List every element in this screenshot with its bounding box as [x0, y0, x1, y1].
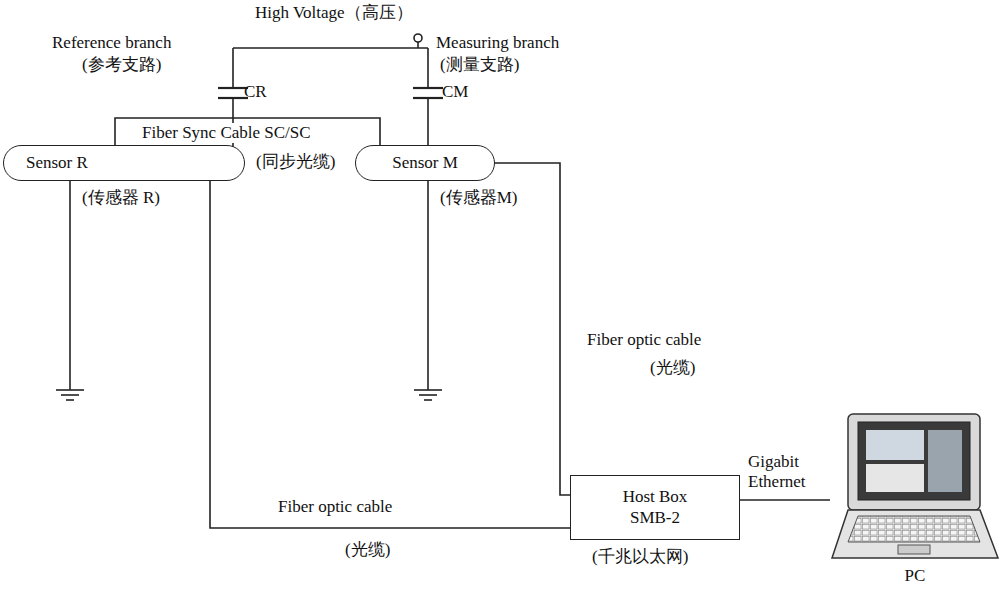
- ground-symbol: [414, 389, 442, 391]
- branch-label: Measuring branch: [436, 33, 559, 53]
- branch-label: (测量支路): [440, 55, 519, 75]
- measuring-wire: [427, 48, 429, 88]
- ground-symbol: [61, 394, 79, 396]
- node-text: Sensor R: [26, 153, 88, 173]
- capacitor-name: CR: [244, 82, 267, 102]
- cable-label: (同步光缆): [256, 152, 335, 172]
- branch-label: Reference branch: [52, 33, 171, 53]
- reference-wire: [232, 48, 234, 88]
- pc-node: PC: [830, 410, 1000, 586]
- laptop-keyboard: [848, 516, 980, 542]
- network-label: (千兆以太网): [592, 547, 688, 567]
- hv-terminal: [414, 34, 422, 42]
- cable-label: Fiber optic cable: [278, 497, 392, 517]
- capacitor-name: CM: [442, 82, 468, 102]
- ground-symbol: [56, 389, 84, 391]
- ground-symbol: [66, 399, 74, 401]
- cable-line: [740, 499, 830, 501]
- ground-symbol: [419, 394, 437, 396]
- measuring-wire: [427, 98, 429, 145]
- screen-panel: [928, 430, 962, 492]
- host-box: Host Box SMB-2: [570, 475, 740, 540]
- laptop-touchpad: [898, 545, 930, 554]
- node-text: Host Box SMB-2: [610, 487, 700, 528]
- hv-bus-wire: [233, 47, 428, 49]
- branch-label: (参考支路): [82, 55, 161, 75]
- voltage-label: High Voltage（高压）: [255, 3, 413, 23]
- screen-window: [866, 430, 924, 460]
- cable-label: Fiber optic cable: [587, 330, 701, 350]
- sensor-pill: Sensor R: [3, 145, 245, 181]
- capacitor-plate: [413, 87, 443, 89]
- hv-terminal-lead: [417, 42, 419, 48]
- cable-label: (光缆): [345, 540, 390, 560]
- sensor-pill: Sensor M: [355, 145, 495, 181]
- screen-window: [866, 464, 924, 492]
- ground-wire: [69, 181, 71, 390]
- capacitor-plate: [218, 87, 248, 89]
- cable-label: (光缆): [650, 358, 695, 378]
- laptop-screen: [858, 422, 970, 500]
- ground-wire: [427, 181, 429, 390]
- sensor-label: (传感器M): [440, 188, 517, 208]
- laptop-base: [832, 510, 998, 558]
- node-text: PC: [905, 566, 926, 586]
- node-text: Sensor M: [392, 153, 458, 173]
- cable-line: [495, 163, 570, 495]
- network-label: Gigabit Ethernet: [748, 452, 820, 493]
- laptop-lid: [848, 414, 980, 510]
- cable-label: Fiber Sync Cable SC/SC: [140, 123, 313, 143]
- ground-symbol: [424, 399, 432, 401]
- cable-line: [210, 181, 570, 528]
- sensor-label: (传感器 R): [82, 188, 160, 208]
- laptop-picture: [832, 414, 998, 558]
- cable-line: [115, 118, 380, 145]
